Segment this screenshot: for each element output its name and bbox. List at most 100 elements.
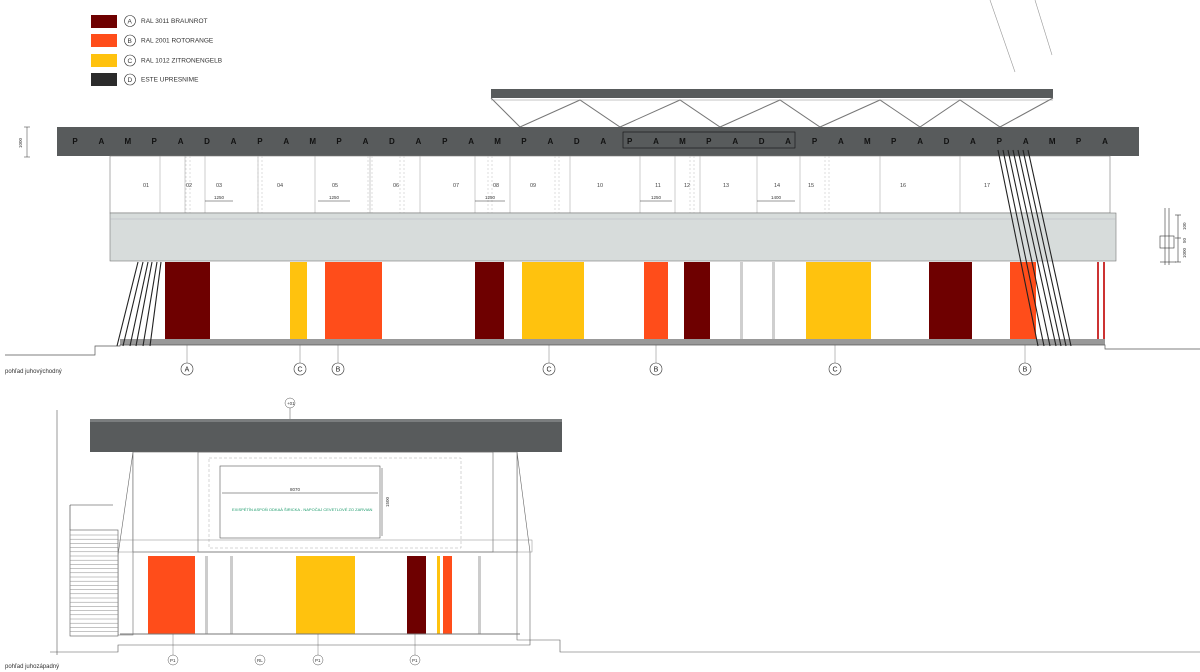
legend-label-d: ESTE UPRESNIME (141, 77, 199, 84)
fascia-letter: M (309, 137, 316, 146)
bay-dimension: 1400 (771, 195, 782, 200)
top-level-tag: +01 (287, 401, 295, 406)
fascia-letter: D (574, 137, 580, 146)
fascia-letter: A (1102, 137, 1108, 146)
fascia-letter: A (468, 137, 474, 146)
bay-label: 17 (984, 183, 990, 189)
panel-tag: C (297, 367, 302, 374)
bay-label: 05 (332, 183, 338, 189)
fascia-letter: P (812, 137, 818, 146)
fascia-band (57, 127, 1139, 156)
panel-tag: B (1023, 367, 1028, 374)
legend-swatch-c (91, 54, 117, 67)
fascia-letter: P (336, 137, 342, 146)
bay-dimension: 1250 (329, 195, 340, 200)
fascia-letter: A (600, 137, 606, 146)
panel-b-1 (325, 262, 382, 339)
fascia-letter: D (389, 137, 395, 146)
fascia-letter: D (759, 137, 765, 146)
fascia-letter: P (152, 137, 158, 146)
upper-frame (132, 451, 518, 553)
fascia-letter: A (99, 137, 105, 146)
color-legend: A RAL 3011 BRAUNROT B RAL 2001 ROTORANGE… (91, 15, 222, 86)
bay-label: 12 (684, 183, 690, 189)
bay-label: 14 (774, 183, 780, 189)
height-dimension: 1000 (18, 137, 23, 148)
fascia-letter: D (204, 137, 210, 146)
bay-label: 13 (723, 183, 729, 189)
panel-c-1 (290, 262, 307, 339)
detail-dim-3: 1000 (1182, 247, 1187, 258)
panel-tag: A (185, 367, 190, 374)
fascia-letter: P (997, 137, 1003, 146)
fascia-letter: P (257, 137, 263, 146)
fascia-letter: M (494, 137, 501, 146)
fascia-letter: A (1023, 137, 1029, 146)
panel-b-2 (644, 262, 668, 339)
panel-tag: B (336, 367, 341, 374)
panel-a-4 (929, 262, 972, 339)
detail-dim-2: 50 (1182, 237, 1187, 243)
legend-label-b: RAL 2001 ROTORANGE (141, 38, 214, 45)
legend-swatch-a (91, 15, 117, 28)
panel-c-3 (806, 262, 871, 339)
bay-label: 15 (808, 183, 814, 189)
slanted-columns (116, 149, 1072, 347)
window-width-dim: 8070 (290, 487, 301, 492)
legend-key-a: A (128, 19, 133, 26)
fascia-letter: M (864, 137, 871, 146)
sw-tag-3: P1 (315, 658, 321, 663)
panel-tag-circle (331, 362, 345, 376)
fascia-letter: A (732, 137, 738, 146)
panel-tag: B (654, 367, 659, 374)
sw-panel-c-1 (296, 556, 355, 634)
bay-label: 02 (186, 183, 192, 189)
fascia-letter: P (521, 137, 527, 146)
sw-panel-a-1 (407, 556, 426, 634)
fascia-letter: A (547, 137, 553, 146)
fascia-letter: M (1049, 137, 1056, 146)
window-note: EXISPÉTÍN ASPOŇ ODKAÁ ŠIRICKA - NAPOČAJ … (232, 507, 373, 512)
ground-plinth (120, 339, 1105, 345)
fascia-letter: A (231, 137, 237, 146)
panel-a-2 (475, 262, 504, 339)
bay-label: 16 (900, 183, 906, 189)
window-height-dim: 1500 (385, 496, 390, 507)
bay-label: 01 (143, 183, 149, 189)
sw-tag-4: P1 (412, 658, 418, 663)
legend-key-d: D (128, 77, 133, 84)
fascia-letter: D (944, 137, 950, 146)
fascia-letter: A (838, 137, 844, 146)
fascia-letter: P (1076, 137, 1082, 146)
sw-panel-c-2 (437, 556, 440, 634)
legend-swatch-d (91, 73, 117, 86)
glass-band (109, 212, 1117, 262)
legend-label-c: RAL 1012 ZITRONENGELB (141, 58, 222, 65)
roof-slab (90, 419, 562, 452)
legend-label-a: RAL 3011 BRAUNROT (141, 18, 207, 25)
panel-tag-circle (293, 362, 307, 376)
panel-a-3 (684, 262, 710, 339)
stair-block (69, 529, 119, 637)
panel-tag: C (546, 367, 551, 374)
fascia-letter: A (415, 137, 421, 146)
panel-a-1 (165, 262, 210, 339)
legend-key-b: B (128, 38, 132, 45)
fascia-letter: P (627, 137, 633, 146)
upper-facade (109, 155, 1111, 214)
fascia-letter: P (706, 137, 712, 146)
bay-dimension: 1250 (485, 195, 496, 200)
roof-truss (490, 89, 1054, 128)
fascia-letter: M (679, 137, 686, 146)
fascia-letter: A (653, 137, 659, 146)
fascia-letter: P (442, 137, 448, 146)
fascia-letter: A (363, 137, 369, 146)
terrain-line (5, 344, 1200, 356)
bay-dimension: 1250 (651, 195, 662, 200)
bay-label: 04 (277, 183, 283, 189)
